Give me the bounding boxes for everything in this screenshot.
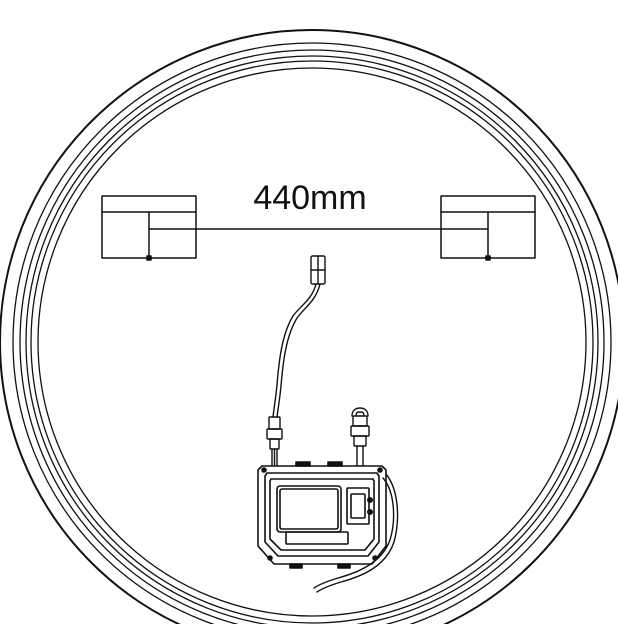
dimension-label: 440mm <box>253 179 367 217</box>
left-cable-connector-icon <box>266 416 283 466</box>
right-cable-connector-icon <box>350 407 370 467</box>
sensor-module-icon <box>310 255 326 285</box>
left-light-box <box>101 195 197 261</box>
control-box-icon <box>257 461 387 569</box>
right-light-box <box>440 195 536 261</box>
round-mirror-frame <box>0 29 618 624</box>
sensor-cable <box>272 283 317 418</box>
output-cable <box>313 477 395 589</box>
